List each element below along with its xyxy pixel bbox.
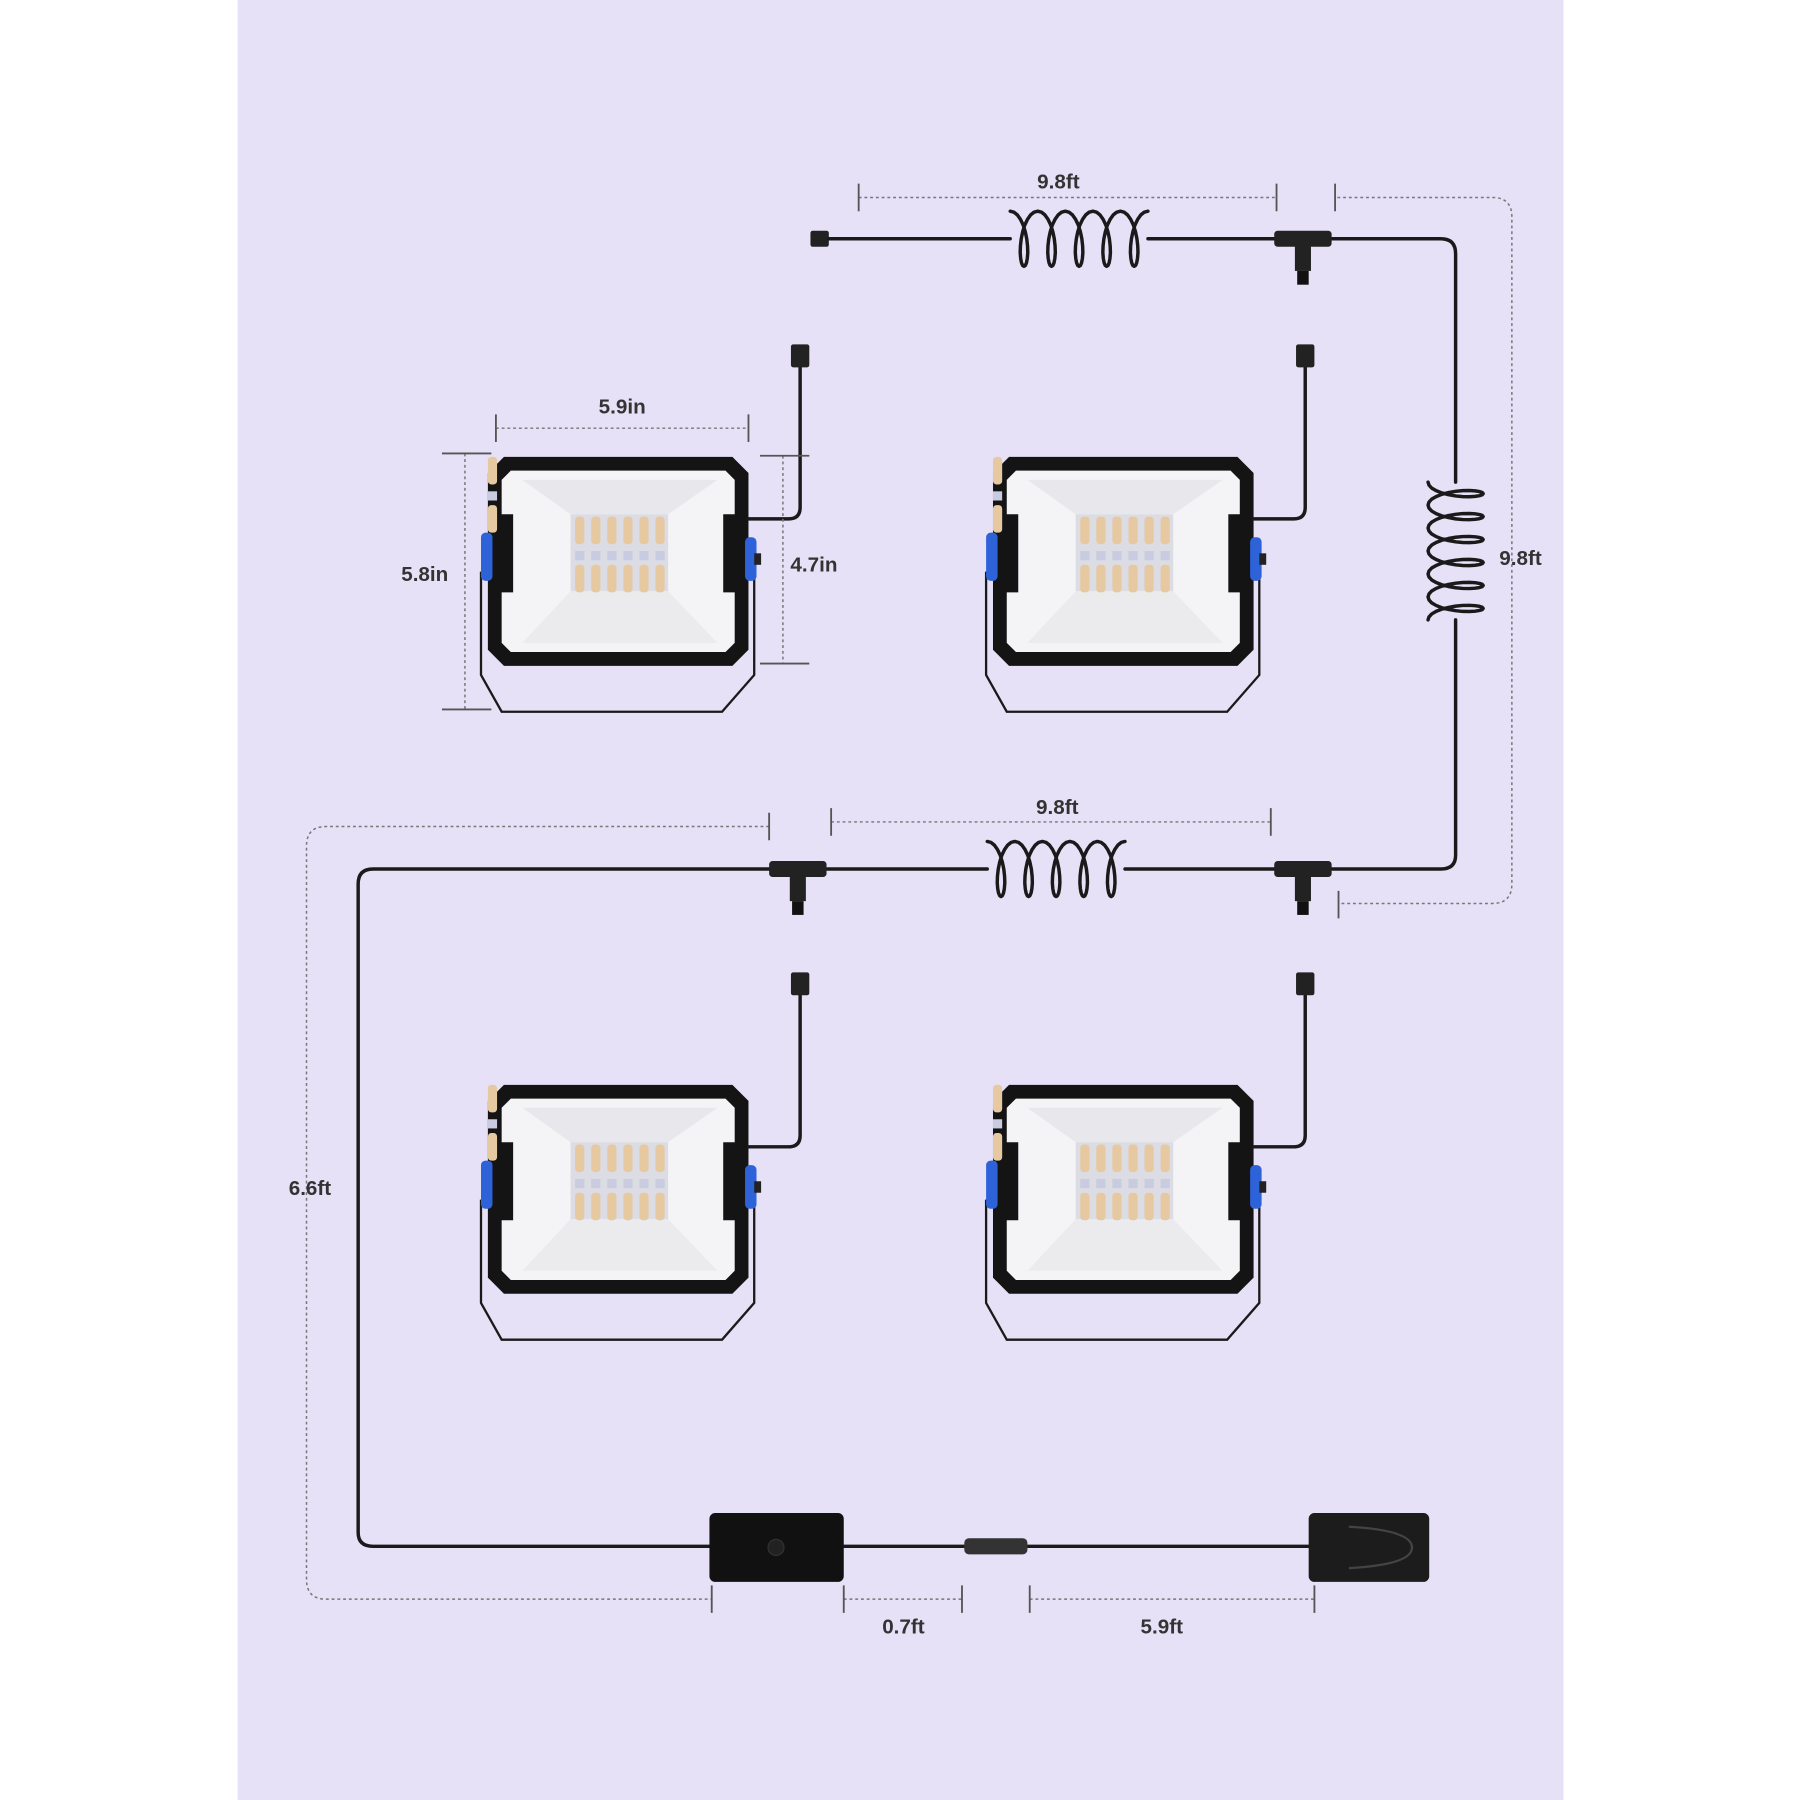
end-connector bbox=[810, 230, 829, 247]
light-width: 5.9in bbox=[599, 395, 646, 418]
top-cable-length: 9.8ft bbox=[1037, 170, 1080, 193]
light-height: 5.8in bbox=[401, 563, 448, 586]
power-button-icon bbox=[767, 1538, 785, 1557]
controller-box bbox=[709, 1513, 844, 1582]
coil-right bbox=[1426, 480, 1485, 622]
right-cable-length: 9.8ft bbox=[1499, 547, 1542, 570]
dimension-lines bbox=[305, 183, 1513, 1613]
inline-connector bbox=[964, 1538, 1028, 1555]
power-adapter bbox=[1308, 1513, 1430, 1582]
coil-top bbox=[1008, 209, 1150, 269]
left-cable-length: 6.6ft bbox=[289, 1177, 332, 1200]
middle-cable-length: 9.8ft bbox=[1036, 796, 1079, 819]
light-panel-height: 4.7in bbox=[790, 554, 837, 577]
coil-mid bbox=[985, 839, 1127, 899]
controller-cable-length: 0.7ft bbox=[882, 1616, 925, 1639]
adapter-cable-length: 5.9ft bbox=[1140, 1616, 1183, 1639]
background-panel bbox=[237, 0, 1564, 1800]
main-cable bbox=[356, 209, 1485, 1582]
